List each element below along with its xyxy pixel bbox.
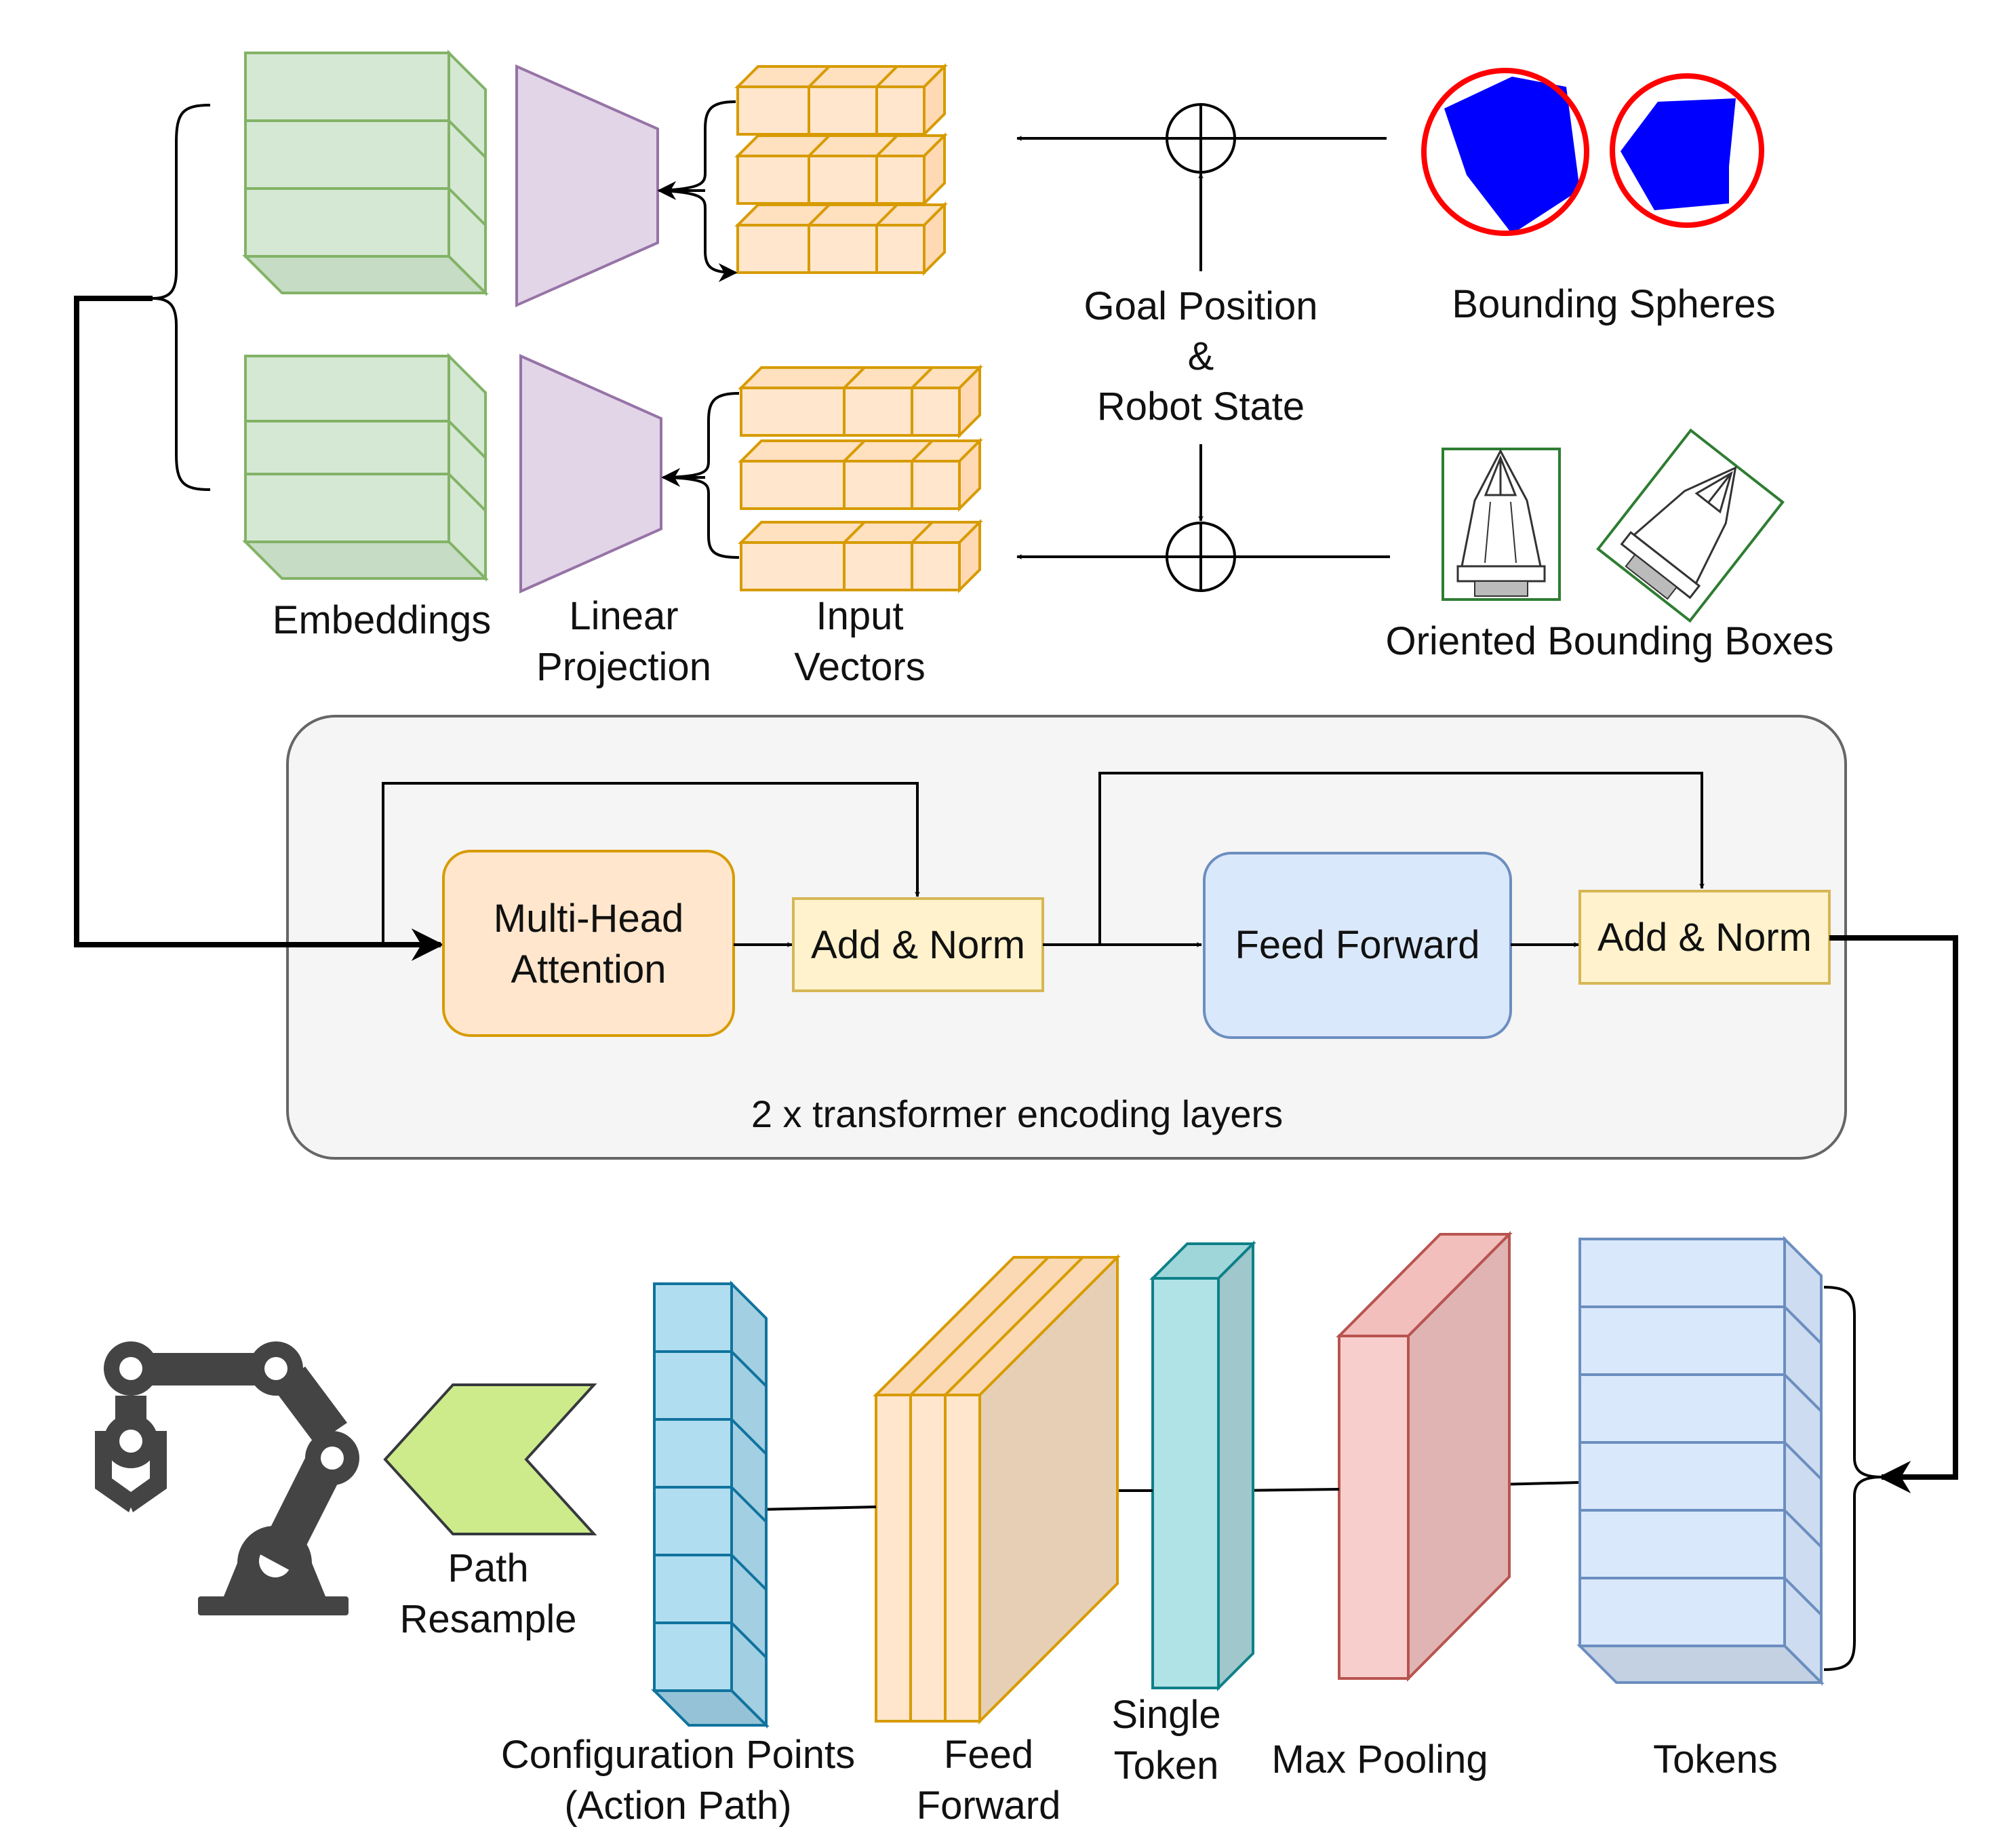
max-pooling-label: Max Pooling: [1271, 1737, 1488, 1782]
feed-forward-layer-block: [873, 1254, 1121, 1725]
linear-projection-label-line2: Projection: [536, 645, 711, 689]
configuration-points-stack: [651, 1280, 770, 1729]
input-vectors-top: [734, 63, 948, 276]
encoder-caption: 2 x transformer encoding layers: [751, 1093, 1283, 1135]
path-resample-chevron: [383, 1383, 597, 1535]
bounding-sphere-2: [1610, 73, 1764, 228]
residual-1: [382, 782, 920, 945]
input-vectors-bottom: [738, 364, 983, 593]
oriented-bounding-boxes-label: Oriented Bounding Boxes: [1386, 619, 1834, 663]
max-pooling-block: [1336, 1231, 1513, 1682]
single-token-label-line2: Token: [1114, 1744, 1219, 1788]
feed-forward-layer-label-line1: Feed: [944, 1733, 1033, 1777]
arrow-encoder-to-tokens: [1829, 935, 1958, 1493]
goal-position-label-line3: Robot State: [1097, 385, 1305, 429]
goal-position-label-line2: &: [1188, 334, 1214, 378]
add-norm-label-2: Add & Norm: [1597, 916, 1812, 960]
single-token-label-line1: Single: [1111, 1693, 1220, 1737]
add-norm-block-2: [1578, 890, 1831, 985]
configuration-points-label-line2: (Action Path): [564, 1784, 791, 1828]
multi-head-attention-block: [442, 850, 735, 1037]
tokens-stack: [1576, 1236, 1825, 1686]
brace-tokens: [1823, 1286, 1882, 1671]
feed-forward-layer-label-line2: Forward: [917, 1784, 1061, 1828]
linear-projection-top: [515, 64, 659, 308]
embeddings-label: Embeddings: [273, 598, 491, 642]
single-token-block: [1149, 1240, 1256, 1691]
embeddings-stack-bottom: [242, 353, 489, 582]
brace-input-bottom: [667, 392, 740, 559]
goal-position-label-line1: Goal Position: [1084, 284, 1318, 328]
multi-head-attention-label-line2: Attention: [511, 947, 667, 991]
brace-input-top: [660, 100, 738, 282]
configuration-points-label-line1: Configuration Points: [501, 1733, 855, 1777]
brace-left-embeddings: [152, 104, 211, 491]
plus-circle-bottom: [1166, 522, 1236, 592]
path-resample-label-line2: Resample: [399, 1597, 576, 1641]
linear-projection-bottom: [519, 353, 662, 594]
residual-2: [1098, 772, 1705, 945]
oriented-bounding-box-1: [1442, 448, 1561, 601]
path-resample-label-line1: Path: [448, 1546, 528, 1590]
bounding-spheres-label: Bounding Spheres: [1452, 282, 1775, 326]
embeddings-stack-top: [242, 50, 489, 296]
input-vectors-label-line1: Input: [816, 594, 904, 638]
robot-arm-icon: [95, 1341, 359, 1615]
plus-circle-top: [1166, 103, 1236, 174]
add-norm-label-1: Add & Norm: [811, 923, 1025, 967]
linear-projection-label-line1: Linear: [569, 594, 678, 638]
oriented-bounding-box-2: [1596, 428, 1785, 623]
arrow-embeddings-to-encoder: [74, 296, 444, 961]
tokens-label: Tokens: [1653, 1737, 1778, 1782]
multi-head-attention-label-line1: Multi-Head: [494, 897, 683, 941]
feed-forward-block-label: Feed Forward: [1235, 923, 1479, 967]
input-vectors-label-line2: Vectors: [794, 645, 925, 689]
bounding-sphere-1: [1421, 68, 1589, 236]
arrow-ff-to-config-points: [755, 1506, 877, 1512]
add-norm-block-1: [792, 897, 1044, 992]
